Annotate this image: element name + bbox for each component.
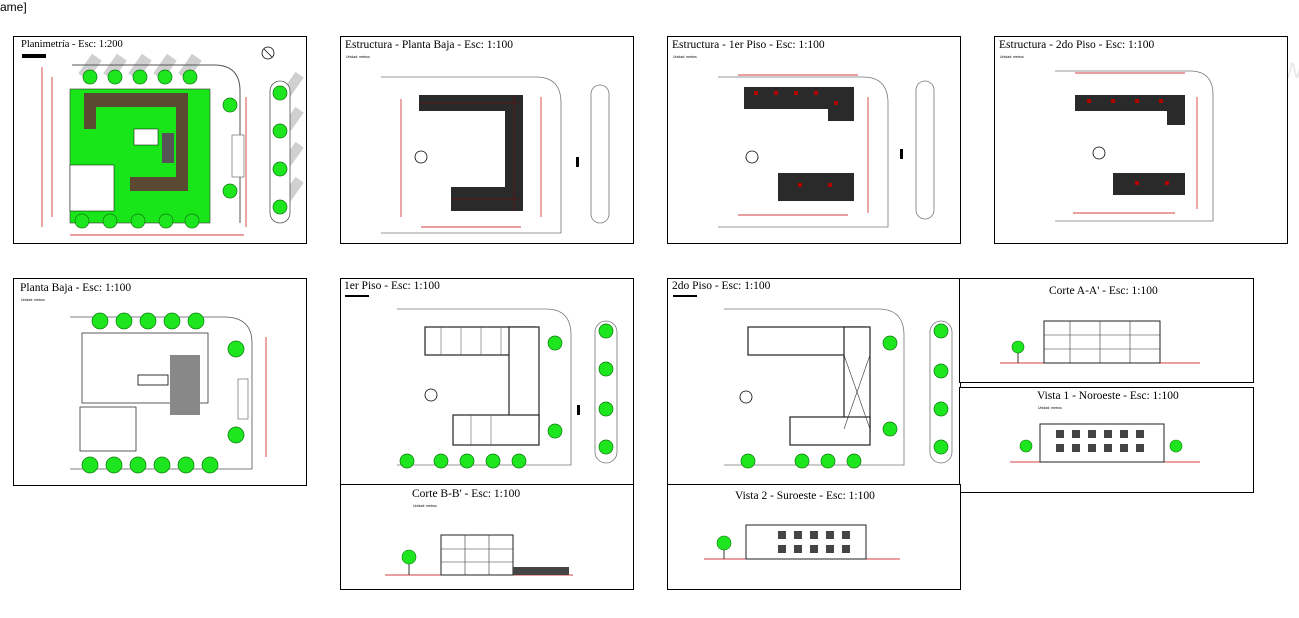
sheet-title: 1er Piso - Esc: 1:100 [344,280,440,292]
sheet-1er-piso[interactable]: 1er Piso - Esc: 1:100 [340,278,634,486]
second-floor-drawing [724,308,953,469]
sheet-title: Corte B-B' - Esc: 1:100 [412,488,521,500]
scale-bar [22,54,46,58]
unit-note: Unidad: metros [21,298,45,302]
sheet-corte-bb[interactable]: Corte B-B' - Esc: 1:100 Unidad: metros [340,484,634,590]
unit-note: Unidad: metros [1038,406,1062,410]
structure-ground-drawing [381,76,610,234]
scale-bar [345,295,369,297]
sheet-title: Vista 2 - Suroeste - Esc: 1:100 [735,490,875,502]
elevation-southwest-drawing [704,524,900,560]
sheet-title: Estructura - 1er Piso - Esc: 1:100 [672,39,825,51]
structure-first-floor-drawing [718,74,935,228]
site-plan-drawing [41,46,304,236]
sheet-planimetria[interactable]: Planimetría - Esc: 1:200 [13,36,307,244]
ground-floor-drawing [70,312,267,474]
sheet-title: Planta Baja - Esc: 1:100 [20,282,132,294]
section-aa-drawing [1000,320,1200,364]
section-bb-drawing [385,534,573,576]
unit-note: Unidad: metros [346,55,370,59]
window-title-fragment: ame] [0,0,27,14]
sheet-title: Vista 1 - Noroeste - Esc: 1:100 [1037,390,1179,402]
sheet-title: Estructura - Planta Baja - Esc: 1:100 [345,39,513,51]
structure-second-floor-drawing [1055,70,1214,222]
unit-note: Unidad: metros [413,504,437,508]
scale-bar [673,295,697,297]
sheet-planta-baja[interactable]: Planta Baja - Esc: 1:100 Unidad: metros [13,278,307,486]
sheet-title: Planimetría - Esc: 1:200 [21,39,123,50]
sheet-title: 2do Piso - Esc: 1:100 [672,280,771,292]
sheet-title: Estructura - 2do Piso - Esc: 1:100 [999,39,1155,51]
elevation-northwest-drawing [1010,423,1200,463]
first-floor-drawing [397,308,618,469]
sheet-estructura-planta-baja[interactable]: Estructura - Planta Baja - Esc: 1:100 Un… [340,36,634,244]
sheet-2do-piso[interactable]: 2do Piso - Esc: 1:100 [667,278,961,486]
sheet-title: Corte A-A' - Esc: 1:100 [1049,285,1158,297]
sheet-vista-2-suroeste[interactable]: Vista 2 - Suroeste - Esc: 1:100 [667,484,961,590]
sheet-estructura-1er-piso[interactable]: Estructura - 1er Piso - Esc: 1:100 Unida… [667,36,961,244]
sheet-vista-1-noroeste[interactable]: Vista 1 - Noroeste - Esc: 1:100 Unidad: … [959,387,1254,493]
unit-note: Unidad: metros [673,55,697,59]
sheet-estructura-2do-piso[interactable]: Estructura - 2do Piso - Esc: 1:100 Unida… [994,36,1288,244]
unit-note: Unidad: metros [1000,55,1024,59]
sheet-corte-aa[interactable]: Corte A-A' - Esc: 1:100 [959,278,1254,383]
